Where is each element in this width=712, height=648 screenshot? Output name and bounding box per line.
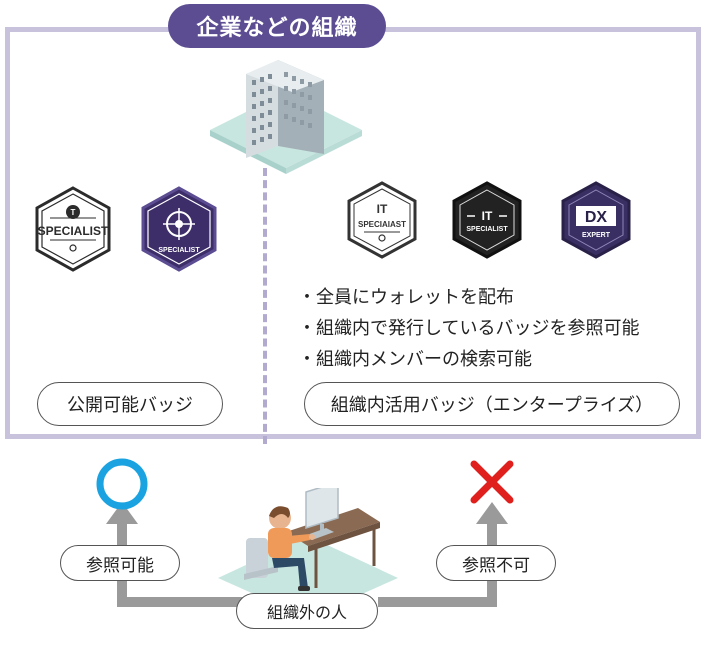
public-badge-label: 公開可能バッジ — [37, 382, 223, 426]
denied-cross-icon — [470, 460, 514, 504]
panel-divider — [263, 168, 267, 444]
feature-item: 全員にウォレットを配布 — [298, 282, 639, 313]
badge-text: EXPERT — [582, 232, 611, 239]
organization-title: 企業などの組織 — [168, 4, 386, 48]
allowed-circle-icon — [96, 458, 148, 510]
it-specialist-badge-icon: IT SPECIAIAST — [347, 181, 417, 259]
badge-title: IT — [482, 209, 493, 223]
specialist-purple-badge-icon: SPECIALIST — [141, 186, 217, 272]
badge-text: SPECIALIST — [38, 224, 109, 238]
outsider-label: 組織外の人 — [236, 593, 378, 629]
badge-text: SPECIALIST — [158, 247, 200, 254]
feature-item: 組織内で発行しているバッジを参照可能 — [298, 313, 639, 344]
it-specialist-dark-badge-icon: IT SPECIALIST — [452, 181, 522, 259]
building-icon — [210, 60, 362, 174]
specialist-badge-icon: T SPECIALIST — [35, 186, 111, 272]
allowed-label: 参照可能 — [60, 545, 180, 581]
feature-item: 組織内メンバーの検索可能 — [298, 344, 639, 375]
badge-title: IT — [377, 202, 388, 216]
denied-label: 参照不可 — [436, 545, 556, 581]
badge-letter: T — [71, 208, 76, 217]
badge-text: SPECIAIAST — [358, 220, 406, 229]
badge-text: SPECIALIST — [466, 226, 508, 233]
feature-list: 全員にウォレットを配布 組織内で発行しているバッジを参照可能 組織内メンバーの検… — [298, 282, 639, 375]
enterprise-badge-label: 組織内活用バッジ（エンタープライズ） — [304, 382, 680, 426]
dx-expert-badge-icon: DX EXPERT — [561, 181, 631, 259]
badge-title: DX — [585, 209, 608, 226]
